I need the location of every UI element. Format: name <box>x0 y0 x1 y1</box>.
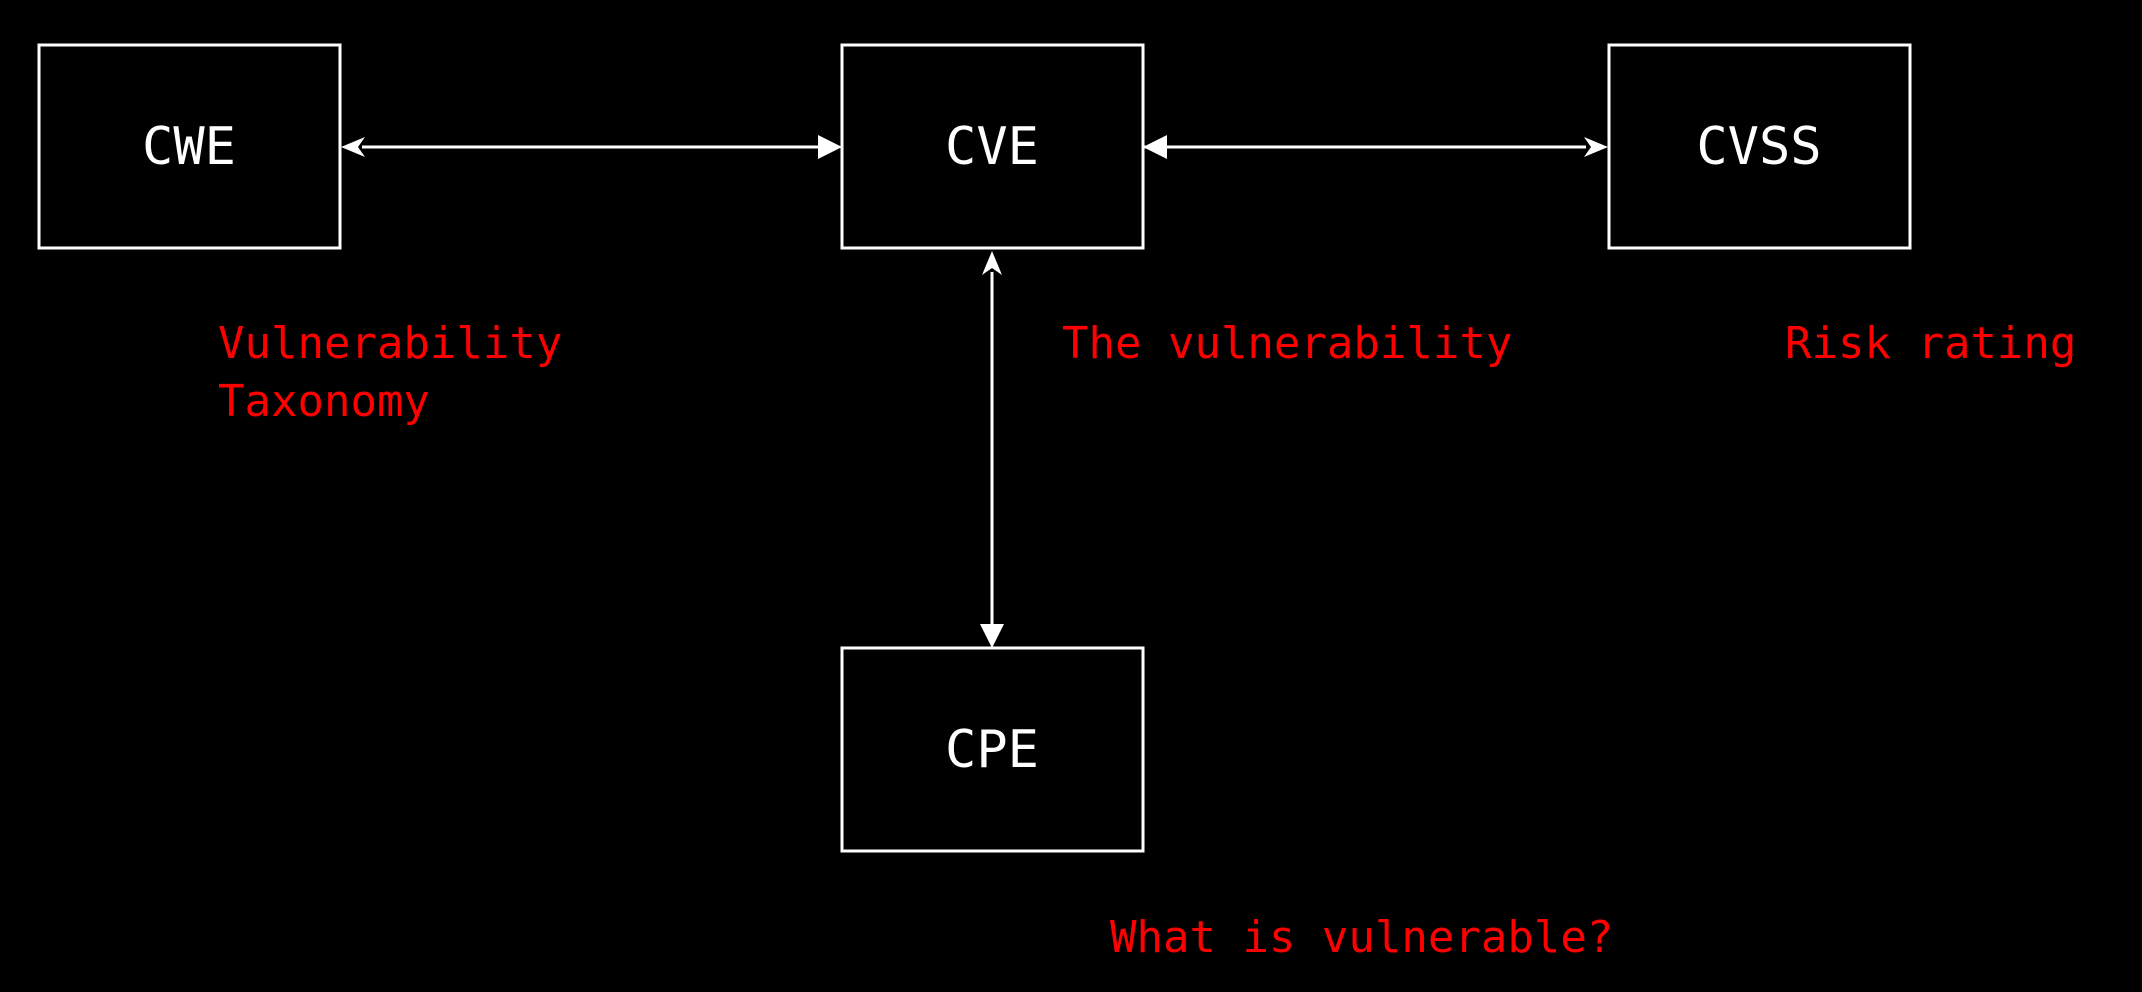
node-cvss-box <box>1607 43 1912 250</box>
arrow-head-left <box>341 137 365 157</box>
node-cvss: CVSS <box>1607 43 1912 250</box>
arrow-head-right <box>1584 137 1608 157</box>
annotation-cve: The vulnerability <box>1062 318 1512 369</box>
annotation-cwe-line2: Taxonomy <box>218 376 430 427</box>
node-cwe-label: CWE <box>142 117 236 177</box>
node-cpe-box <box>840 646 1145 853</box>
connector-cve-cpe <box>980 251 1004 648</box>
annotation-cwe-line1: Vulnerability <box>218 318 562 369</box>
node-cpe-label: CPE <box>945 720 1039 780</box>
annotation-cpe: What is vulnerable? <box>1110 912 1613 963</box>
node-cwe: CWE <box>37 43 342 250</box>
node-cvss-label: CVSS <box>1696 117 1821 177</box>
arrow-head-right <box>818 135 842 159</box>
arrow-head-down <box>980 624 1004 648</box>
node-cve: CVE <box>840 43 1145 250</box>
connector-cwe-cve <box>341 135 842 159</box>
node-cwe-box <box>37 43 342 250</box>
node-cpe: CPE <box>840 646 1145 853</box>
node-cve-box <box>840 43 1145 250</box>
arrow-head-up <box>982 251 1002 275</box>
annotation-cvss: Risk rating <box>1785 318 2076 369</box>
node-cve-label: CVE <box>945 117 1039 177</box>
arrow-head-left <box>1143 135 1167 159</box>
